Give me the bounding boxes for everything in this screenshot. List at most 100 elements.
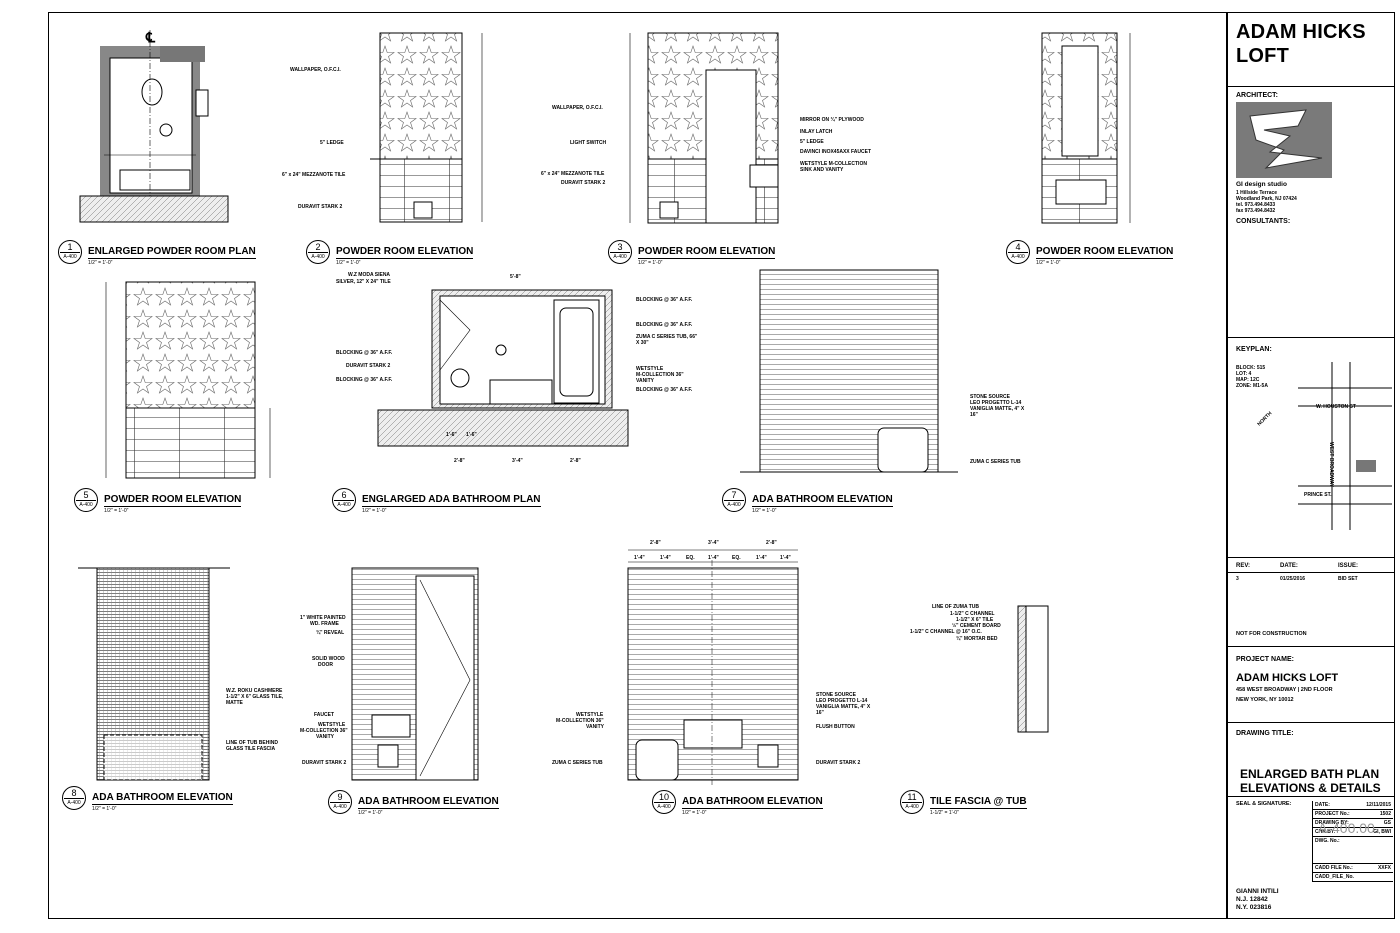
- signer-ny-license: N.Y. 023816: [1236, 904, 1272, 911]
- project-name-label: PROJECT NAME:: [1236, 656, 1294, 663]
- note-v2-toilet: DURAVIT STARK 2: [298, 204, 343, 210]
- note-v6-vanity-a: WETSTYLE: [636, 366, 664, 372]
- view-scale-1: 1/2" = 1'-0": [88, 260, 113, 266]
- keyplan-map: MAP: 12C: [1236, 377, 1260, 383]
- note-v6-toilet: DURAVIT STARK 2: [346, 363, 391, 369]
- view-title-11: TILE FASCIA @ TUB: [930, 795, 1027, 809]
- firm-name: GI design studio: [1236, 181, 1287, 188]
- sheet-row-date: DATE:12/11/2015: [1313, 802, 1393, 810]
- note-v9-vanity-b: M-COLLECTION 36": [300, 728, 348, 734]
- view-4-powder-room-elevation: [1041, 32, 1131, 224]
- sheet-row-drawing-by: DRAWING BY:GS: [1313, 820, 1393, 828]
- sheet-row-cadd-name: CADD_FILE_No.: [1313, 873, 1393, 882]
- firm-address-4: fax 973.494.8432: [1236, 208, 1276, 214]
- view-8-ada-bathroom-elevation: [78, 567, 230, 781]
- view-title-8: ADA BATHROOM ELEVATION: [92, 791, 233, 805]
- view-scale-8: 1/2" = 1'-0": [92, 806, 117, 812]
- note-v11-channel-oc: 1-1/2" C CHANNEL @ 16" O.C.: [910, 629, 982, 635]
- signer-nj-license: N.J. 12842: [1236, 896, 1268, 903]
- note-v7-tub: ZUMA C SERIES TUB: [970, 459, 1021, 465]
- note-v6-blocking-2: BLOCKING @ 36" A.F.F.: [336, 377, 393, 383]
- note-v7-stone-b: LEO PROGETTO L-14: [970, 400, 1022, 406]
- sheet-border: [48, 12, 1395, 919]
- dim-v6-d: 1'-6": [446, 432, 457, 438]
- dim-v6-a: 2'-8": [454, 458, 465, 464]
- note-v10-vanity-b: M-COLLECTION 36": [556, 718, 604, 724]
- note-v9-reveal: ¾" REVEAL: [316, 630, 345, 636]
- not-for-construction: NOT FOR CONSTRUCTION: [1236, 631, 1307, 637]
- dim-v10-g: 1'-4": [708, 555, 719, 561]
- dim-v6-b: 3'-4": [512, 458, 523, 464]
- note-v9-vanity-a: WETSTYLE: [318, 722, 346, 728]
- note-v10-toilet: DURAVIT STARK 2: [816, 760, 861, 766]
- note-v10-stone-a: STONE SOURCE: [816, 692, 856, 698]
- note-v9-toilet: DURAVIT STARK 2: [302, 760, 347, 766]
- note-v7-stone-a: STONE SOURCE: [970, 394, 1010, 400]
- note-v6-blocking-3: BLOCKING @ 36" A.F.F.: [636, 297, 693, 303]
- note-v6-vanity-c: VANITY: [636, 378, 654, 384]
- note-v10-tub: ZUMA C SERIES TUB: [552, 760, 603, 766]
- view-scale-4: 1/2" = 1'-0": [1036, 260, 1061, 266]
- rev-row-date: 01/25/2016: [1280, 576, 1306, 582]
- dim-v10-i: 1'-4": [756, 555, 767, 561]
- note-v10-stone-d: 16": [816, 710, 824, 716]
- keyplan-street-south: PRINCE ST.: [1304, 492, 1332, 498]
- keyplan-north: NORTH: [1256, 410, 1274, 428]
- dim-v10-b: 3'-4": [708, 540, 719, 546]
- dim-v6-c: 2'-8": [570, 458, 581, 464]
- note-v6-tile-a: W.Z MODA SIENA: [348, 272, 391, 278]
- note-v3-faucet: DAVINCI INOX45AXX FAUCET: [800, 149, 872, 155]
- dim-v10-h: EQ.: [732, 555, 741, 561]
- note-v6-blocking-1: BLOCKING @ 36" A.F.F.: [336, 350, 393, 356]
- architect-label: ARCHITECT:: [1236, 92, 1278, 99]
- keyplan-avenue: WEST BROADWAY: [1328, 442, 1334, 488]
- note-v9-vanity-c: VANITY: [316, 734, 334, 740]
- note-v3-ledge: 5" LEDGE: [800, 139, 824, 145]
- note-v7-stone-c: VANIGLIA MATTE, 4" X: [970, 406, 1025, 412]
- note-v10-flush: FLUSH BUTTON: [816, 724, 855, 730]
- seal-label: SEAL & SIGNATURE:: [1236, 801, 1292, 807]
- project-address-1: 458 WEST BROADWAY | 2ND FLOOR: [1236, 687, 1333, 693]
- dim-v6-e: 1'-6": [466, 432, 477, 438]
- consultants-label: CONSULTANTS:: [1236, 218, 1291, 225]
- view-1-powder-room-plan: ℄: [79, 30, 229, 223]
- note-v6-vanity-b: M-COLLECTION 36": [636, 372, 684, 378]
- svg-text:℄: ℄: [145, 31, 156, 46]
- drawing-title: ENLARGED BATH PLAN ELEVATIONS & DETAILS: [1240, 767, 1381, 795]
- keyplan-block: BLOCK: 515: [1236, 365, 1266, 371]
- view-7-ada-bathroom-elevation: [740, 269, 958, 473]
- project-name: ADAM HICKS LOFT: [1236, 672, 1339, 684]
- sheet-row-dwg-no: DWG. No.:: [1313, 837, 1393, 864]
- view-5-powder-room-elevation: [105, 281, 271, 479]
- title-block-divider: [1226, 12, 1228, 919]
- view-title-6: ENGLARGED ADA BATHROOM PLAN: [362, 493, 541, 507]
- note-v6-blocking-5: BLOCKING @ 36" A.F.F.: [636, 387, 693, 393]
- view-title-10: ADA BATHROOM ELEVATION: [682, 795, 823, 809]
- note-v3-vanity-a: WETSTYLE M-COLLECTION: [800, 161, 867, 167]
- rev-row-rev: 3: [1236, 576, 1239, 582]
- note-v2-wallpaper: WALLPAPER, O.F.C.I.: [290, 67, 341, 73]
- note-v11-channel: 1-1/2" C CHANNEL: [950, 611, 995, 617]
- view-title-9: ADA BATHROOM ELEVATION: [358, 795, 499, 809]
- view-11-tile-fascia-detail: [1017, 605, 1049, 733]
- architect-logo: [1236, 102, 1332, 178]
- dim-v10-a: 2'-8": [650, 540, 661, 546]
- view-scale-11: 1-1/2" = 1'-0": [930, 810, 959, 816]
- view-scale-5: 1/2" = 1'-0": [104, 508, 129, 514]
- view-2-powder-room-elevation: [370, 32, 483, 223]
